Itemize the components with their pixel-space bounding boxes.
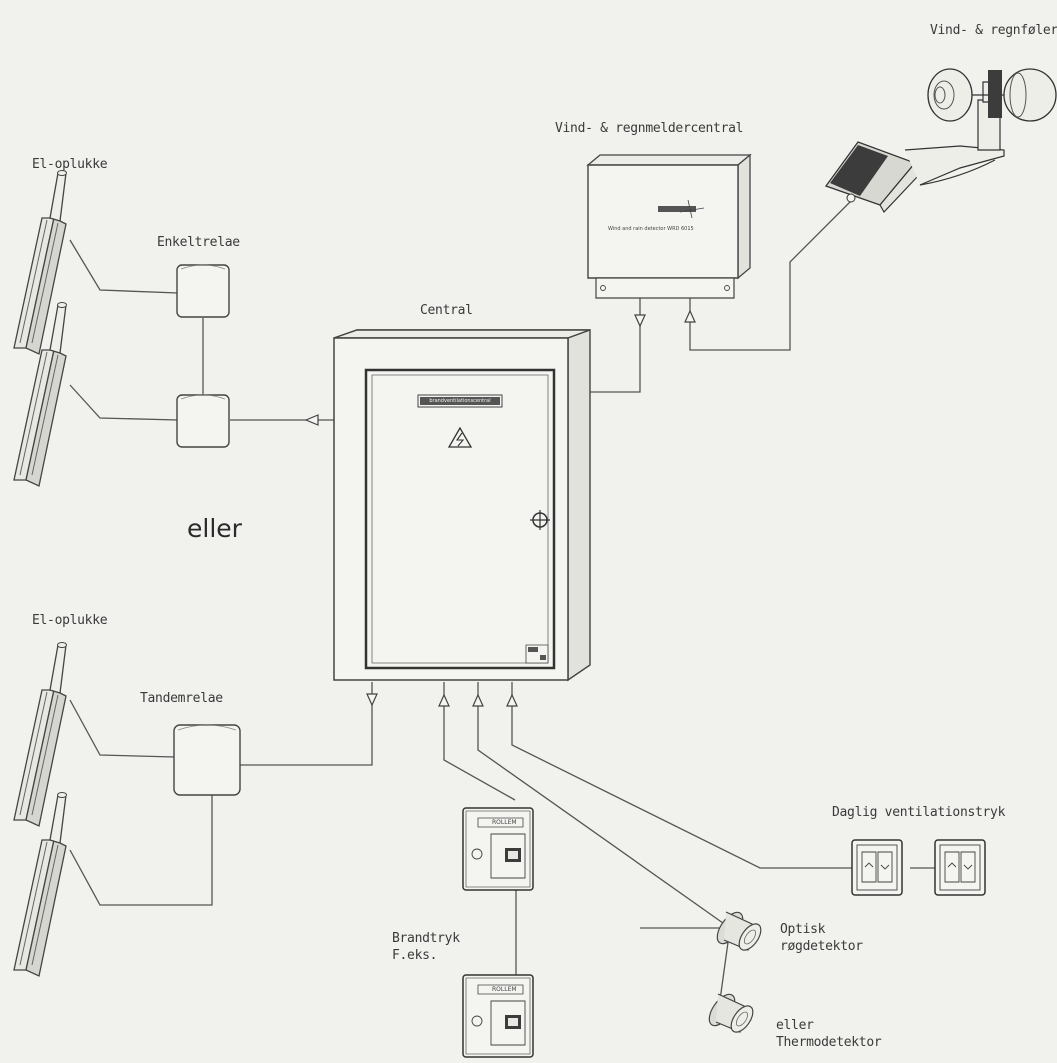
label-eller-large: eller xyxy=(187,514,242,543)
wind-rain-sensor xyxy=(826,69,1056,212)
label-enkeltrelae: Enkeltrelae xyxy=(157,235,240,250)
label-el-oplukke-top: El-oplukke xyxy=(32,157,108,172)
wire-ventilation-switch-to-central xyxy=(512,682,852,868)
wire-brandtryk-to-central xyxy=(444,682,515,800)
optical-smoke-detector xyxy=(711,907,766,955)
weather-central-nameplate: Wind and rain detector WRD 6015 xyxy=(608,226,694,232)
label-tandemrelae: Tandemrelae xyxy=(140,691,223,706)
thermo-detector xyxy=(703,989,758,1037)
ventilation-switch-1 xyxy=(851,839,903,896)
enkeltrelae-box-2 xyxy=(176,394,230,448)
label-el-oplukke-bottom: El-oplukke xyxy=(32,613,108,628)
brandtryk-nameplate-1: ROLLEM xyxy=(492,819,517,826)
arrow-up-weather-central xyxy=(685,311,695,322)
label-roegdetektor: røgdetektor xyxy=(780,939,863,954)
label-vind-regnmeldercentral: Vind- & regnmeldercentral xyxy=(555,121,744,136)
label-brandtryk: Brandtryk xyxy=(392,931,460,946)
arrow-up-switch xyxy=(507,695,517,706)
wire-tandemrelae-to-central xyxy=(240,682,372,765)
brandtryk-nameplate-2: ROLLEM xyxy=(492,986,517,993)
label-optisk: Optisk xyxy=(780,922,826,937)
label-thermodetektor: Thermodetektor xyxy=(776,1035,882,1050)
label-vind-regnfoeler: Vind- & regnføler xyxy=(930,23,1057,38)
signal-arrows xyxy=(306,311,695,706)
label-feks: F.eks. xyxy=(392,948,438,963)
arrow-down-weather-central xyxy=(635,315,645,326)
high-voltage-warning-icon xyxy=(449,428,471,447)
tandemrelae-box xyxy=(174,725,240,795)
wire-detector-alt xyxy=(640,928,730,1000)
wire-actuator1-enkeltrelae xyxy=(70,240,178,293)
label-daglig-ventilationstryk: Daglig ventilationstryk xyxy=(832,805,1006,820)
label-eller-small: eller xyxy=(776,1018,814,1033)
wire-actuator4-tandemrelae xyxy=(70,795,212,905)
wire-weather-central-to-sensor xyxy=(690,200,852,350)
wire-actuator2-enkeltrelae xyxy=(70,385,178,420)
label-central: Central xyxy=(420,303,473,318)
enkeltrelae-box-1 xyxy=(176,264,230,318)
wire-actuator3-tandemrelae xyxy=(70,700,175,757)
weather-central-box xyxy=(588,155,750,298)
wire-central-to-weather-central xyxy=(568,298,640,392)
central-cabinet xyxy=(334,330,590,680)
ventilation-switch-2 xyxy=(934,839,986,896)
door-lock-icon xyxy=(530,510,550,530)
arrow-to-relay xyxy=(306,415,318,425)
arrow-up-detector xyxy=(473,695,483,706)
arrow-down-tandem xyxy=(367,694,377,705)
central-nameplate: brandventilationscentral xyxy=(429,398,491,404)
arrow-up-brandtryk xyxy=(439,695,449,706)
